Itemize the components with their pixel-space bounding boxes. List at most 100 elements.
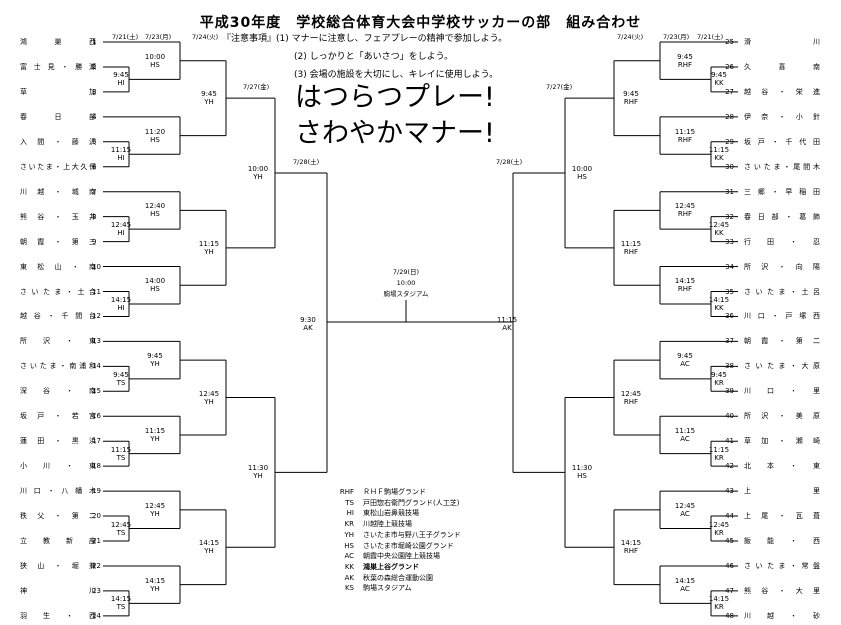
match-time: 9:45 [147,352,163,361]
legend-venue: 秋葉の森総合運動公園 [363,573,433,582]
match-time: 14:15 [674,277,696,286]
final-date: 7/29(日) [392,268,420,276]
legend-venue: さいたま市与野八王子グランド [363,530,461,539]
legend-venue: さいたま市堀崎公園グランド [363,541,454,550]
date-left-5: 7/28(土) [293,158,320,166]
match-time: 14:15 [110,295,132,304]
match-time: 11:15 [708,146,730,155]
left-team-17: 蓮田・黒浜 [20,437,96,446]
right-seed-15: 39 [725,387,734,396]
match-time: 12:45 [674,202,696,211]
match-venue: AC [680,509,690,518]
legend-venue: ＲＨＦ駒場グランド [363,488,426,496]
match-time: 14:15 [708,595,730,604]
match-time: 14:15 [110,595,132,604]
match-time: 12:45 [674,501,696,510]
left-team-11: さいたま・土合 [20,287,96,296]
match-venue: HS [150,210,160,219]
right-seed-7: 31 [725,187,734,196]
legend-code: KK [344,562,354,571]
match-time: 11:15 [110,445,132,454]
slogan-line-1: はつらつプレー! [295,82,495,113]
match-time: 14:00 [144,277,166,286]
right-team-19: 上 里 [744,487,820,496]
left-seed-9: 9 [92,237,97,246]
match-venue: KK [714,229,724,238]
match-time: 9:45 [677,52,693,61]
right-team-13: 朝霞・第二 [744,337,820,346]
match-time: 14:15 [708,295,730,304]
match-time: 9:45 [113,71,129,80]
match-venue: HS [150,60,160,69]
match-time: 11:15 [198,239,220,248]
legend-row: RHF ＲＨＦ駒場グランド [330,487,503,498]
date-right-3: 7/21(土) [697,33,724,41]
right-seed-24: 48 [725,611,734,620]
match-time: 12:45 [110,221,132,230]
right-seed-14: 38 [725,362,734,371]
match-time: 10:00 [247,164,269,173]
left-seed-13: 13 [92,337,101,346]
right-seed-13: 37 [725,337,734,346]
date-right-2: 7/23(月) [663,33,690,41]
match-venue: HS [577,172,587,181]
match-venue: RHF [623,547,639,556]
final-time: 10:00 [396,279,416,287]
date-left-1: 7/21(土) [112,33,139,41]
right-seed-3: 27 [725,87,734,96]
match-venue: RHF [623,247,639,256]
slogan: はつらつプレー! さわやかマナー! [295,80,495,152]
match-time: 12:45 [708,520,730,529]
match-venue: KK [714,154,724,163]
match-time: 11:15 [674,127,696,136]
legend-venue: 駒場スタジアム [363,584,412,593]
left-team-20: 秩父・第二 [20,512,96,521]
date-right-4: 7/27(金) [546,83,573,91]
right-team-5: 坂戸・千代田 [744,137,820,146]
left-team-19: 川口・八幡木 [20,487,96,496]
match-venue: RHF [677,210,693,219]
match-time: 14:15 [144,576,166,585]
right-seed-20: 44 [725,512,734,521]
match-venue: YH [253,472,263,481]
right-seed-19: 43 [725,487,734,496]
left-seed-4: 4 [92,112,97,121]
legend-code: RHF [339,488,354,496]
legend-code: KR [344,520,354,529]
left-team-24: 羽 生 ・ 西 [20,611,96,620]
match-venue: RHF [677,285,693,294]
match-time: 11:15 [144,426,166,435]
left-team-4: 春 日 部 [20,112,96,121]
right-seed-9: 33 [725,237,734,246]
match-time: 11:15 [620,239,642,248]
right-seed-11: 35 [725,287,734,296]
match-venue: KR [714,453,724,462]
legend-code: YH [344,530,354,539]
left-seed-24: 24 [92,611,101,620]
left-team-10: 東松山・南 [20,262,96,271]
note-line-2: (2) しっかりと「あいさつ」をしよう。 [294,52,454,62]
left-team-6: さいたま・上大久保 [20,162,96,171]
legend-code: HI [346,509,354,518]
left-team-7: 川越・城南 [20,187,96,196]
legend-venue: 朝霞中央公園陸上競技場 [363,552,440,561]
